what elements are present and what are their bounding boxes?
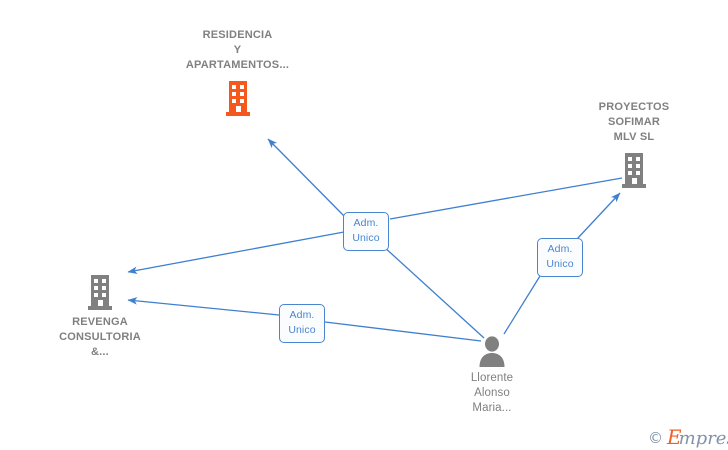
edge-label-adm-unico-2[interactable]: Adm. Unico: [537, 238, 583, 277]
edge-admunico1-to-proyectos: [389, 177, 623, 220]
brand-rest: mpresia: [678, 428, 728, 449]
node-revenga-label: REVENGA CONSULTORIA &...: [59, 316, 141, 358]
node-residencia-label: RESIDENCIA Y APARTAMENTOS...: [185, 29, 290, 71]
edge-admunico2-to-persona: [503, 275, 541, 335]
edge-admunico1-to-revenga: [127, 231, 345, 275]
building-icon: [622, 153, 646, 188]
edge-label-adm-unico-1[interactable]: Adm. Unico: [343, 212, 389, 251]
edge-admunico2-to-proyectos: [576, 192, 621, 240]
edge-admunico3-to-revenga: [127, 297, 280, 316]
node-proyectos-sofimar[interactable]: PROYECTOS SOFIMAR MLV SL: [570, 100, 698, 189]
node-persona-label: Llorente Alonso Maria...: [470, 372, 514, 414]
node-revenga-consultoria[interactable]: REVENGA CONSULTORIA &...: [40, 273, 160, 360]
empresia-watermark: © Empresia: [648, 427, 728, 449]
building-icon: [225, 81, 250, 116]
edge-admunico1-to-residencia: [267, 138, 349, 221]
copyright-icon: ©: [648, 429, 663, 447]
building-icon: [88, 275, 112, 310]
person-icon: [479, 336, 505, 367]
edge-admunico1-to-persona: [382, 245, 485, 339]
brand-name: Empresia: [667, 427, 728, 449]
edge-admunico3-to-persona: [324, 321, 482, 342]
node-residencia[interactable]: RESIDENCIA Y APARTAMENTOS...: [165, 28, 310, 117]
brand-initial: E: [667, 425, 682, 449]
node-llorente-alonso-maria[interactable]: Llorente Alonso Maria...: [443, 335, 541, 416]
node-proyectos-label: PROYECTOS SOFIMAR MLV SL: [598, 101, 670, 143]
edge-label-adm-unico-3[interactable]: Adm. Unico: [279, 304, 325, 343]
